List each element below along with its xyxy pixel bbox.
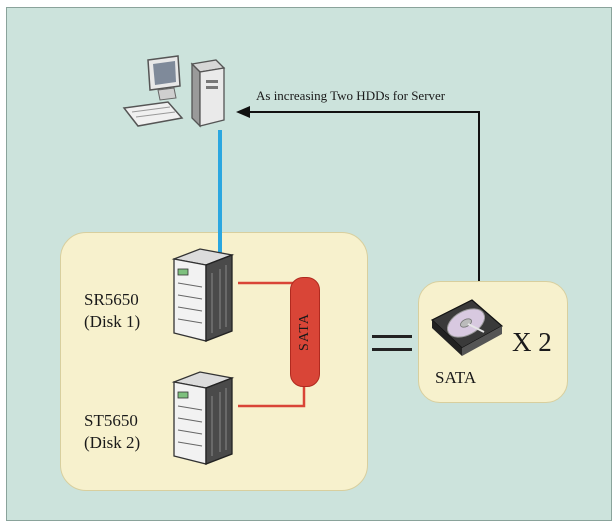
server-label-2: ST5650 (Disk 2) (84, 410, 140, 454)
sata-link-server2 (238, 378, 306, 408)
server-disk: (Disk 1) (84, 312, 141, 331)
tower-server-icon (171, 248, 235, 342)
server-disk: (Disk 2) (84, 433, 141, 452)
hdd-panel (418, 281, 568, 403)
diagram-caption: As increasing Two HDDs for Server (256, 88, 446, 103)
sata-connector-label: SATA (297, 313, 312, 351)
equals-bar (372, 335, 412, 338)
hdd-multiplier: X 2 (512, 327, 552, 357)
tower-server-icon (171, 371, 235, 465)
sata-connector: SATA (290, 277, 320, 387)
hdd-label: SATA (435, 368, 477, 387)
equals-bar (372, 348, 412, 351)
server-name: ST5650 (84, 411, 138, 430)
server-label-1: SR5650 (Disk 1) (84, 289, 140, 333)
server-name: SR5650 (84, 290, 139, 309)
desktop-computer-icon (122, 55, 226, 128)
hard-disk-icon (430, 299, 504, 356)
equals-sign (372, 335, 412, 353)
arrowhead (236, 106, 250, 118)
hdd-to-server-arrow (246, 111, 480, 281)
